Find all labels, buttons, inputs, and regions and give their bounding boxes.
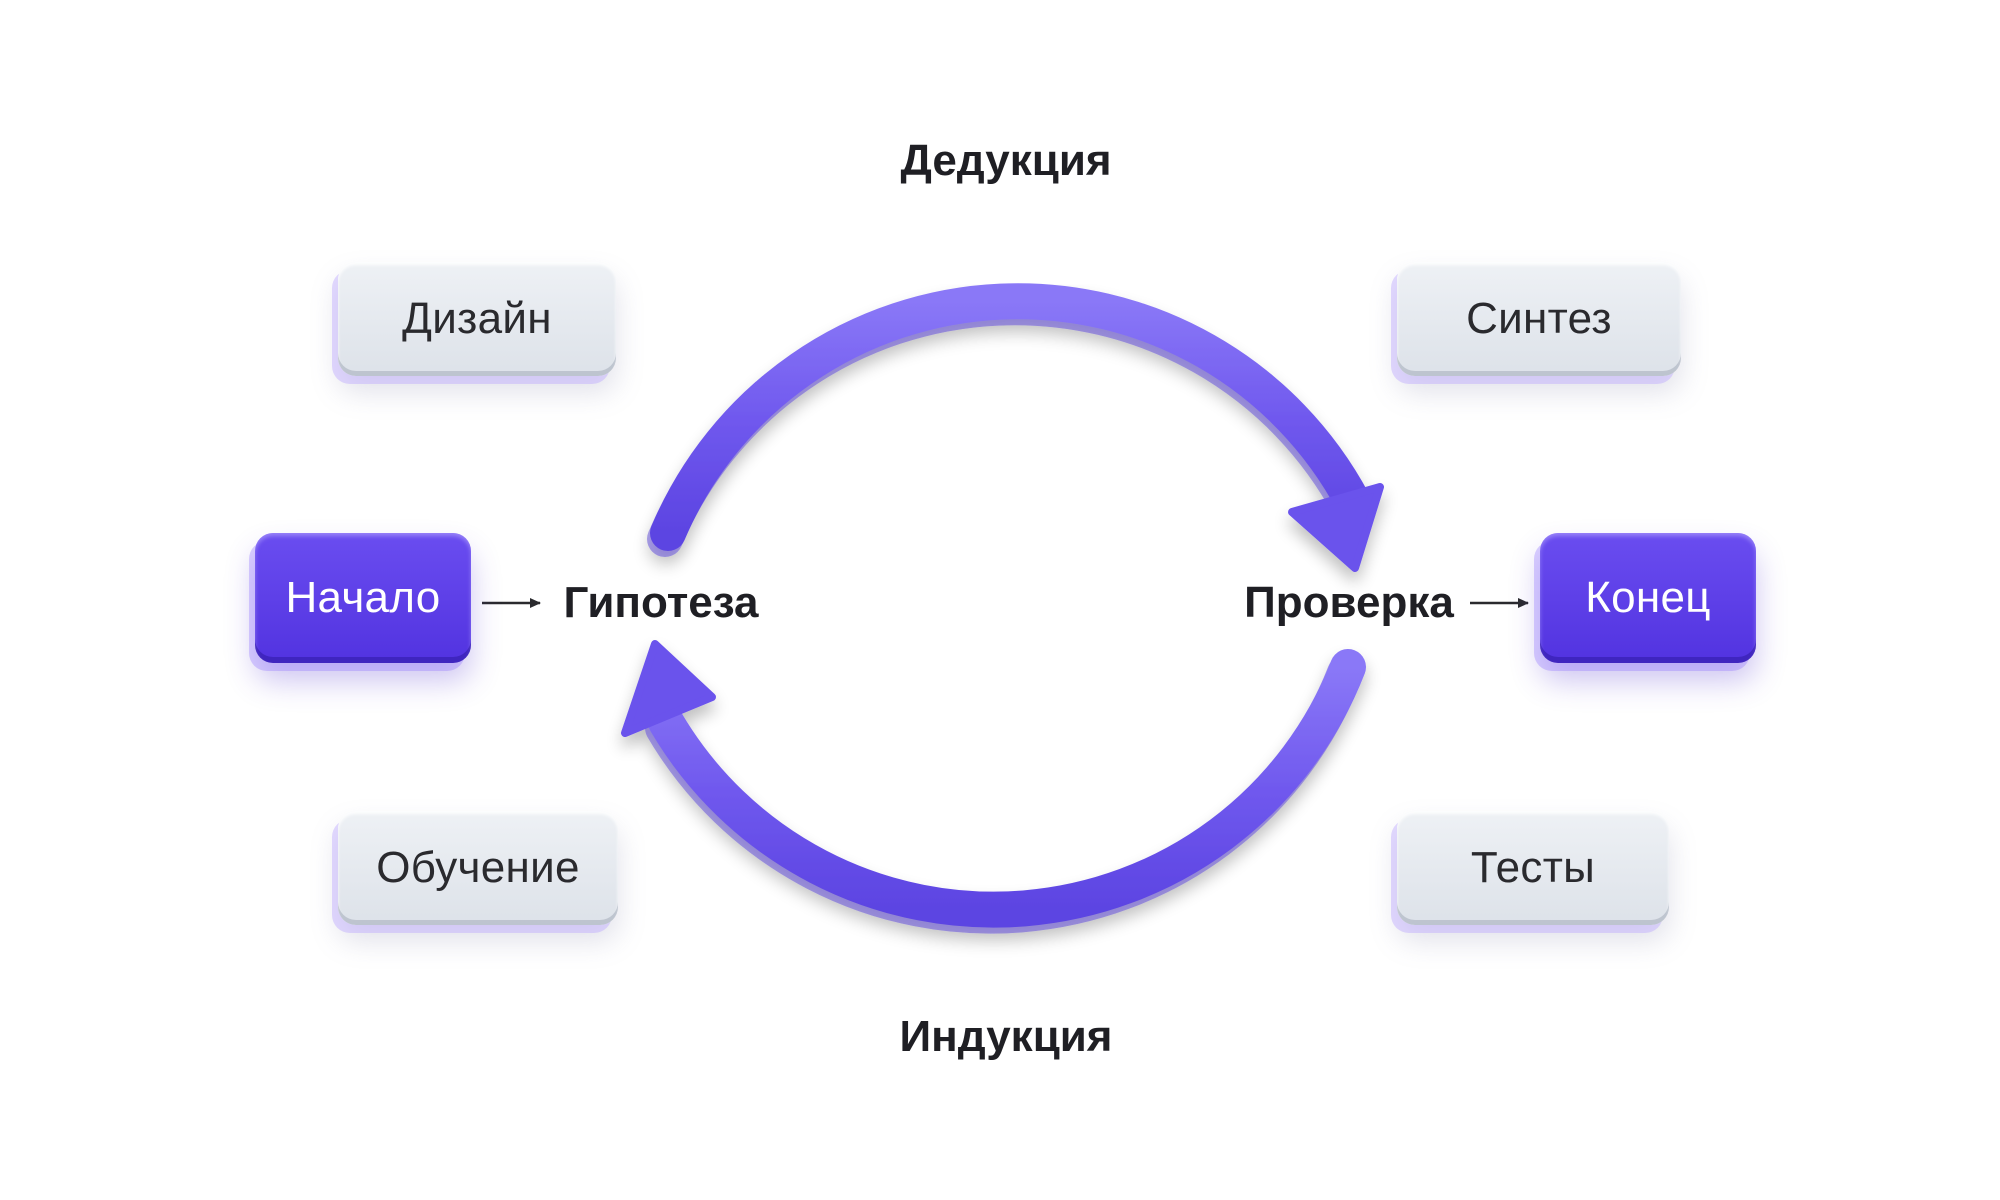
start-box-label: Начало bbox=[285, 573, 441, 622]
verification-node: Проверка bbox=[1244, 578, 1454, 627]
induction-label: Индукция bbox=[899, 1012, 1113, 1061]
end-box: Конец bbox=[1540, 533, 1756, 663]
deduction-arrow bbox=[647, 283, 1384, 572]
induction-arrow bbox=[621, 640, 1366, 934]
box-design: Дизайн bbox=[338, 262, 616, 376]
box-synthesis-label: Синтез bbox=[1466, 294, 1612, 343]
deduction-label: Дедукция bbox=[900, 136, 1112, 185]
end-box-label: Конец bbox=[1585, 573, 1711, 622]
start-box: Начало bbox=[255, 533, 471, 663]
box-synthesis: Синтез bbox=[1397, 262, 1681, 376]
box-learning: Обучение bbox=[338, 811, 618, 925]
box-tests: Тесты bbox=[1397, 811, 1669, 925]
box-design-label: Дизайн bbox=[402, 294, 552, 343]
box-tests-label: Тесты bbox=[1470, 843, 1596, 892]
box-learning-label: Обучение bbox=[376, 843, 580, 892]
hypothesis-node: Гипотеза bbox=[563, 578, 759, 627]
